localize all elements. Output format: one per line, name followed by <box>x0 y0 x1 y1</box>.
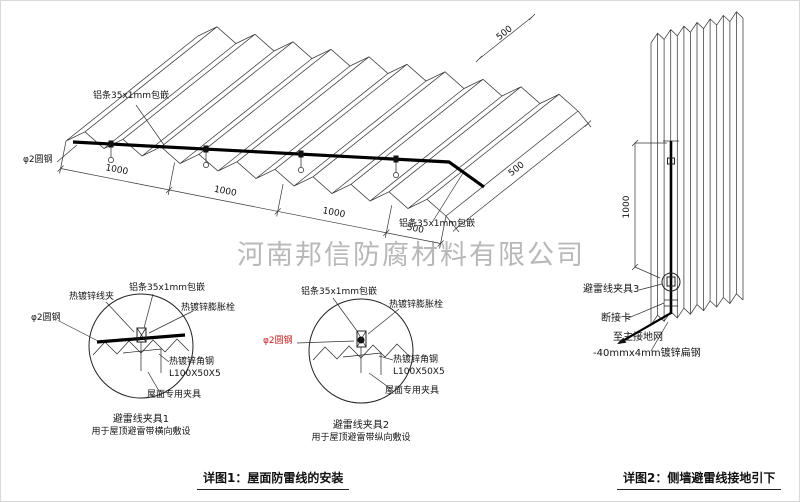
detail2-label-strip: 铝条35x1mm包嵌 <box>301 287 378 297</box>
caption-detail1: 详图1：屋面防雷线的安装 <box>197 469 350 490</box>
detail2-label-bolt: 热镀锌膨胀栓 <box>389 300 444 310</box>
detail2-label-angle: 热镀锌角钢 <box>393 355 439 365</box>
ground-arrowhead <box>617 337 627 344</box>
wire-clamp-icon <box>298 150 304 173</box>
roof-corrugation <box>65 26 579 217</box>
caption-detail2: 详图2：侧墙避雷线接地引下 <box>617 469 782 490</box>
detail2-leaders <box>296 297 400 390</box>
detail1-title: 避雷线夹具1 <box>112 414 170 425</box>
detail1-label-angle-spec: L100X50X5 <box>169 369 221 379</box>
wall-down-conductor <box>617 140 681 344</box>
wire-clamp-icon <box>108 140 114 163</box>
detail2-label-fixture: 屋面专用夹具 <box>385 386 440 396</box>
wire-clamp-icon <box>393 155 399 178</box>
detail2-label-rod: φ2圆钢 <box>263 336 293 346</box>
detail1-label-strip: 铝条35x1mm包嵌 <box>129 283 206 293</box>
wire-clamp-icon <box>203 145 209 168</box>
detail2-subtitle: 用于屋顶避雷带纵向敷设 <box>311 433 411 443</box>
detail1-label-fixture: 屋面专用夹具 <box>147 390 202 400</box>
dim-label: 500 <box>406 223 425 236</box>
detail1-label-angle: 热镀锌角钢 <box>169 357 215 367</box>
watermark: 河南邦信防腐材料有限公司 <box>237 240 585 271</box>
roof-leader-lines <box>56 104 464 222</box>
roof-wire-clamps <box>108 140 399 178</box>
detail1-leaders <box>58 293 194 392</box>
roof-label-round-steel: φ2圆钢 <box>23 155 53 165</box>
detail2-drawing <box>296 297 414 404</box>
wall-label-clamp: 避雷线夹具3 <box>583 284 640 295</box>
detail2-title: 避雷线夹具2 <box>332 420 390 431</box>
dim-label: 1000 <box>622 195 632 218</box>
dim-label: 1000 <box>104 163 129 177</box>
dim-label: 1000 <box>213 185 238 199</box>
detail1-label-bolt: 热镀锌膨胀栓 <box>181 303 236 313</box>
detail1-label-rod: φ2圆钢 <box>31 313 61 323</box>
roof-dimensions: 1000 1000 1000 500 500 500 <box>57 13 592 249</box>
dim-label: 1000 <box>322 206 347 220</box>
wall-leader-lines <box>625 283 669 352</box>
dim-label: 500 <box>507 160 527 179</box>
wall-corrugation <box>650 11 744 326</box>
wall-dimension: 1000 <box>622 139 667 279</box>
roof-label-aluminum-strip-right: 铝条35x1mm包嵌 <box>399 219 476 229</box>
roof-lightning-wire <box>72 140 485 189</box>
detail2-label-angle-spec: L100X50X5 <box>393 367 445 377</box>
detail1-drawing <box>58 293 194 399</box>
detail1-label-clamp: 热镀锌线夹 <box>69 292 115 302</box>
wall-label-break: 断接卡 <box>601 313 631 324</box>
wall-label-ground: 至主接地网 <box>613 332 663 343</box>
wall-clamp-detail <box>661 272 681 292</box>
detail1-subtitle: 用于屋顶避雷带横向敷设 <box>91 427 191 437</box>
wall-label-flat-steel: -40mmx4mm镀锌扁钢 <box>593 348 701 359</box>
roof-label-aluminum-strip-top: 铝条35x1mm包嵌 <box>93 91 170 101</box>
disconnect-card-icon <box>664 299 678 307</box>
dim-label: 500 <box>495 24 515 43</box>
